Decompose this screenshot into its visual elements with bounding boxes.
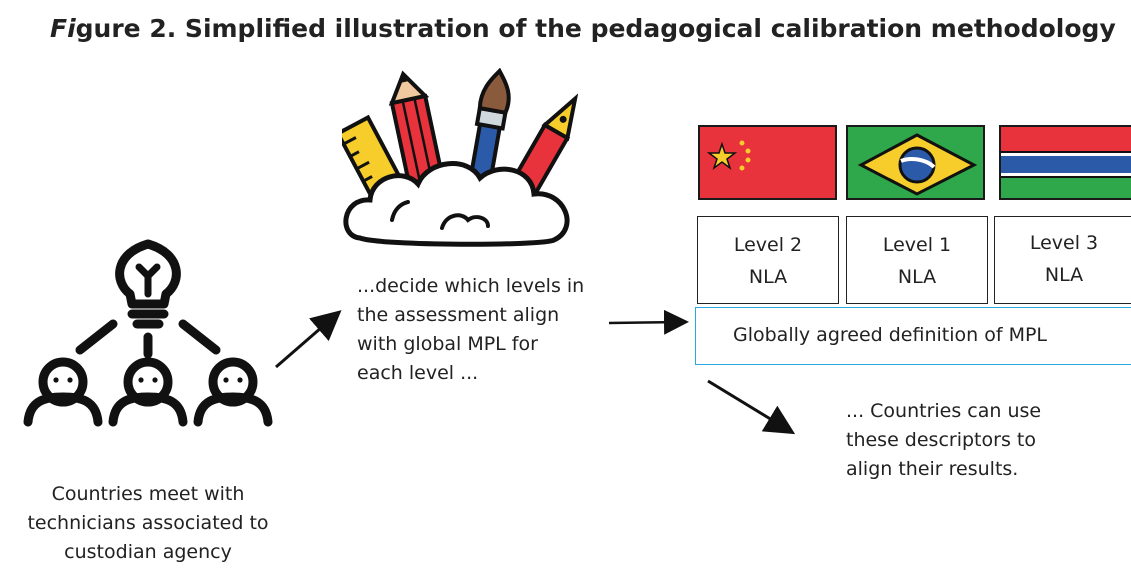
figure-title: Figure 2. Simplified illustration of the… (50, 14, 1116, 43)
team-lightbulb-icon (23, 239, 273, 427)
countries-caption: ... Countries can use these descriptors … (846, 397, 1096, 484)
arrow-to-decide (275, 310, 342, 369)
level-label: Level 2 (733, 234, 803, 256)
decide-caption: ...decide which levels in the assessment… (357, 272, 637, 388)
arrow-to-definition (608, 309, 689, 335)
caption-line: ...decide which levels in (357, 275, 585, 297)
caption-line: with global MPL for (357, 333, 538, 355)
level-box: Level 1 NLA (846, 216, 988, 304)
caption-line: the assessment align (357, 304, 560, 326)
level-type: NLA (897, 266, 937, 288)
mpl-definition-label: Globally agreed definition of MPL (733, 324, 1048, 346)
caption-line: align their results. (846, 458, 1019, 480)
figure-title-rest: gure 2. Simplified illustration of the p… (75, 14, 1116, 43)
caption-line: each level ... (357, 362, 479, 384)
gambia-flag (999, 125, 1131, 200)
caption-line: technicians associated to (27, 512, 269, 534)
level-label: Level 1 (882, 234, 952, 256)
level-type: NLA (748, 266, 788, 288)
level-box: Level 3 NLA (994, 216, 1131, 304)
level-label: Level 3 (1029, 232, 1099, 254)
people-caption: Countries meet with technicians associat… (0, 480, 296, 567)
brazil-flag (846, 125, 985, 200)
arrow-to-countries (707, 379, 796, 435)
caption-line: Countries meet with (51, 483, 245, 505)
level-box: Level 2 NLA (697, 216, 839, 304)
caption-line: custodian agency (64, 541, 232, 563)
level-type: NLA (1044, 264, 1084, 286)
art-supplies-cloud-icon (342, 68, 578, 247)
caption-line: ... Countries can use (846, 400, 1042, 422)
mpl-definition-box: Globally agreed definition of MPL (695, 307, 1131, 365)
caption-line: these descriptors to (846, 429, 1036, 451)
china-flag (698, 125, 837, 200)
figure-title-prefix: Fi (50, 14, 76, 43)
